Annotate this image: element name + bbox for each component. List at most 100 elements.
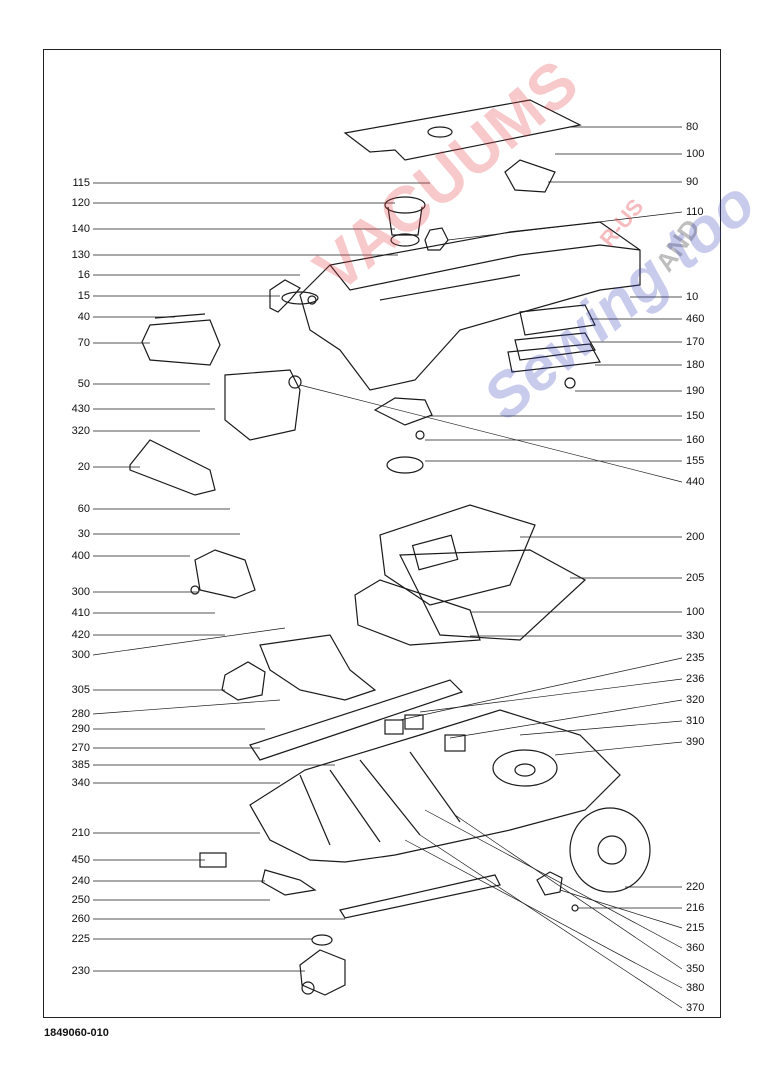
part-number-label: 205 xyxy=(686,572,705,584)
part-number-label: 420 xyxy=(71,629,90,641)
leader-line xyxy=(519,720,683,736)
part-number-label: 170 xyxy=(686,336,705,348)
lower-body-210 xyxy=(249,709,621,863)
part-number-label: 400 xyxy=(71,550,90,562)
part-number-label: 115 xyxy=(72,177,90,189)
part-number-label: 390 xyxy=(686,736,705,748)
part-number-label: 450 xyxy=(71,854,90,866)
part-number-label: 460 xyxy=(686,313,705,325)
part-number-label: 280 xyxy=(71,708,90,720)
ring-225 xyxy=(311,934,333,946)
part-number-label: 70 xyxy=(77,337,90,349)
part-number-label: 180 xyxy=(686,359,705,371)
leader-line xyxy=(92,699,281,715)
part-number-label: 50 xyxy=(77,378,90,390)
panel-460 xyxy=(519,304,596,336)
bag-holder-100 xyxy=(354,579,481,646)
part-number-label: 340 xyxy=(71,777,90,789)
leader-line xyxy=(92,627,286,656)
part-number-label: 310 xyxy=(686,715,705,727)
strip-260 xyxy=(339,874,501,919)
part-number-label: 260 xyxy=(71,913,90,925)
panel-180 xyxy=(507,343,601,373)
leader-line xyxy=(299,384,683,483)
filter-ring-120 xyxy=(384,196,426,214)
part-number-label: 200 xyxy=(686,531,705,543)
cover-20 xyxy=(129,439,216,496)
leader-line xyxy=(424,809,683,949)
part-number-label: 140 xyxy=(71,223,90,235)
part-305 xyxy=(221,661,266,701)
part-number-label: 100 xyxy=(686,148,705,160)
castor-230 xyxy=(299,949,346,996)
leader-line xyxy=(559,889,683,929)
bracket-410 xyxy=(194,549,256,599)
axle-215 xyxy=(536,871,563,896)
motor-seat-390 xyxy=(492,749,558,787)
leader-line xyxy=(419,678,683,713)
part-number-label: 90 xyxy=(686,176,699,188)
flap-290 xyxy=(259,634,377,701)
leader-line xyxy=(449,699,683,739)
part-number-label: 320 xyxy=(686,694,705,706)
handle-15 xyxy=(269,279,301,313)
part-number-label: 370 xyxy=(686,1002,705,1014)
leader-line xyxy=(404,839,683,989)
part-number-label: 235 xyxy=(686,652,705,664)
clip-236 xyxy=(404,714,424,730)
part-number-label: 10 xyxy=(686,291,699,303)
part-number-label: 350 xyxy=(686,963,705,975)
part-number-label: 60 xyxy=(77,503,90,515)
part-number-label: 100 xyxy=(686,606,705,618)
part-number-label: 330 xyxy=(686,630,705,642)
part-number-label: 410 xyxy=(71,607,90,619)
part-number-label: 16 xyxy=(77,269,90,281)
part-number-label: 190 xyxy=(686,385,705,397)
part-number-label: 160 xyxy=(686,434,705,446)
part-number-label: 120 xyxy=(71,197,90,209)
part-number-label: 270 xyxy=(71,742,90,754)
document-id: 1849060-010 xyxy=(44,1027,109,1039)
part-number-label: 216 xyxy=(686,902,705,914)
part-number-label: 40 xyxy=(77,311,90,323)
part-number-label: 320 xyxy=(71,425,90,437)
part-number-label: 155 xyxy=(686,455,705,467)
leader-line xyxy=(554,741,683,756)
filter-bag-200 xyxy=(379,504,536,606)
part-number-label: 380 xyxy=(686,982,705,994)
part-number-label: 300 xyxy=(71,586,90,598)
part-number-label: 80 xyxy=(686,121,699,133)
wheel-220 xyxy=(569,807,651,893)
part-number-label: 30 xyxy=(77,528,90,540)
part-number-label: 360 xyxy=(686,942,705,954)
motor-70 xyxy=(141,319,221,366)
part-number-label: 236 xyxy=(686,673,705,685)
part-number-label: 385 xyxy=(71,759,90,771)
rail-270 xyxy=(249,679,464,761)
filter-bag-205 xyxy=(399,549,587,641)
part-number-label: 130 xyxy=(71,249,90,261)
part-number-label: 225 xyxy=(71,933,90,945)
diagram-frame xyxy=(43,49,721,1018)
panel-170 xyxy=(514,332,596,361)
seal-155 xyxy=(386,456,424,474)
part-number-label: 440 xyxy=(686,476,705,488)
part-number-label: 20 xyxy=(77,461,90,473)
part-number-label: 240 xyxy=(71,875,90,887)
part-number-label: 15 xyxy=(77,290,90,302)
part-number-label: 250 xyxy=(71,894,90,906)
part-number-label: 300 xyxy=(71,649,90,661)
upper-housing-10 xyxy=(299,221,641,391)
part-number-label: 220 xyxy=(686,881,705,893)
part-number-label: 150 xyxy=(686,410,705,422)
leader-line xyxy=(454,814,683,970)
clip-90 xyxy=(504,159,556,193)
part-number-label: 210 xyxy=(71,827,90,839)
leader-line xyxy=(399,657,683,721)
part-number-label: 305 xyxy=(71,684,90,696)
switch-block-30 xyxy=(224,369,301,441)
bar-240 xyxy=(261,869,317,896)
clip-235 xyxy=(384,719,404,735)
